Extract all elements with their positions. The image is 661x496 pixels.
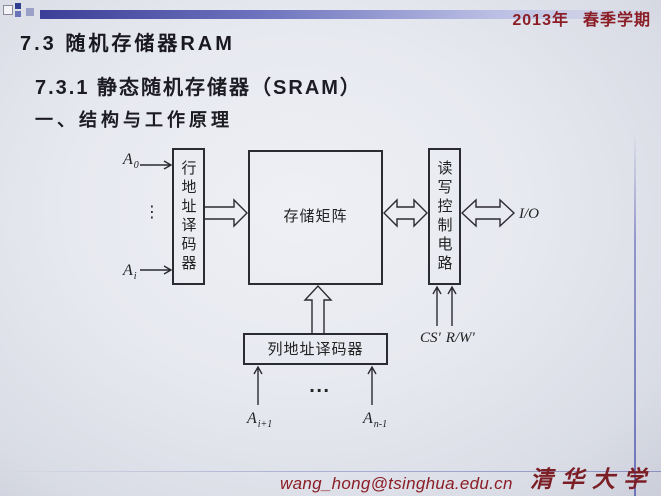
header-gradient-bar — [40, 10, 661, 19]
rw-signal-arrow — [447, 285, 457, 326]
col-input-an1-base: A — [363, 410, 373, 427]
semester-year: 2013年 — [512, 12, 569, 29]
cs-signal-label: CS' — [420, 330, 441, 346]
author-email: wang_hong@tsinghua.edu.cn — [280, 474, 513, 493]
rw-signal-label: R/W' — [445, 330, 475, 346]
row-address-decoder-block: 行地址译码器 — [172, 148, 205, 285]
row-input-ellipsis: ⋮ — [144, 202, 160, 221]
io-label: I/O — [519, 206, 539, 222]
col-decoder-to-matrix-arrow — [303, 284, 333, 333]
row-input-ai-label: Ai — [123, 262, 137, 286]
right-frame-line — [634, 132, 636, 496]
col-input-an1-arrow — [367, 365, 377, 405]
io-bidirectional-arrow — [460, 198, 516, 228]
template-square-navy — [15, 3, 21, 9]
rw-control-circuit-block: 读写控制电路 — [428, 148, 461, 285]
row-input-ai-sub: i — [133, 271, 137, 282]
col-input-ai1-arrow — [253, 365, 263, 405]
university-logo: 清华大学 — [530, 466, 654, 493]
storage-matrix-block: 存储矩阵 — [248, 150, 383, 285]
semester-season: 春季学期 — [582, 12, 651, 29]
column-address-decoder-block: 列地址译码器 — [243, 333, 388, 365]
col-input-an1-sub: n-1 — [373, 419, 388, 430]
row-input-a0-arrow — [140, 160, 173, 170]
col-input-ai1-base: A — [247, 410, 257, 427]
slide-title: 7.3 随机存储器RAM — [20, 33, 235, 55]
row-input-ai-base: A — [123, 262, 133, 279]
col-input-ai1-sub: i+1 — [257, 419, 273, 430]
row-input-ai-arrow — [140, 265, 173, 275]
row-address-decoder-label: 行地址译码器 — [179, 159, 198, 274]
column-address-decoder-label: 列地址译码器 — [267, 340, 364, 358]
cs-signal-arrow — [432, 285, 442, 326]
template-square-outline — [3, 5, 13, 15]
row-input-a0-base: A — [123, 151, 133, 168]
template-square-blue — [15, 11, 21, 17]
subsection-heading: 一、结构与工作原理 — [35, 110, 233, 130]
row-input-a0-label: A0 — [123, 151, 139, 175]
col-input-ai1-label: Ai+1 — [247, 410, 272, 434]
rw-control-circuit-label: 读写控制电路 — [435, 159, 454, 274]
storage-matrix-label: 存储矩阵 — [283, 207, 348, 225]
matrix-rw-bidirectional-arrow — [383, 198, 428, 228]
template-square-lavender — [26, 8, 34, 16]
row-decoder-to-matrix-arrow — [205, 198, 248, 228]
section-heading: 7.3.1 静态随机存储器（SRAM） — [35, 77, 362, 99]
col-input-an1-label: An-1 — [363, 410, 387, 434]
control-signals-label: CS'R/W' — [420, 329, 475, 347]
col-input-ellipsis: ··· — [309, 381, 331, 400]
semester-label: 2013年春季学期 — [512, 11, 651, 31]
bottom-frame-line — [0, 471, 661, 472]
row-input-a0-sub: 0 — [133, 160, 139, 171]
